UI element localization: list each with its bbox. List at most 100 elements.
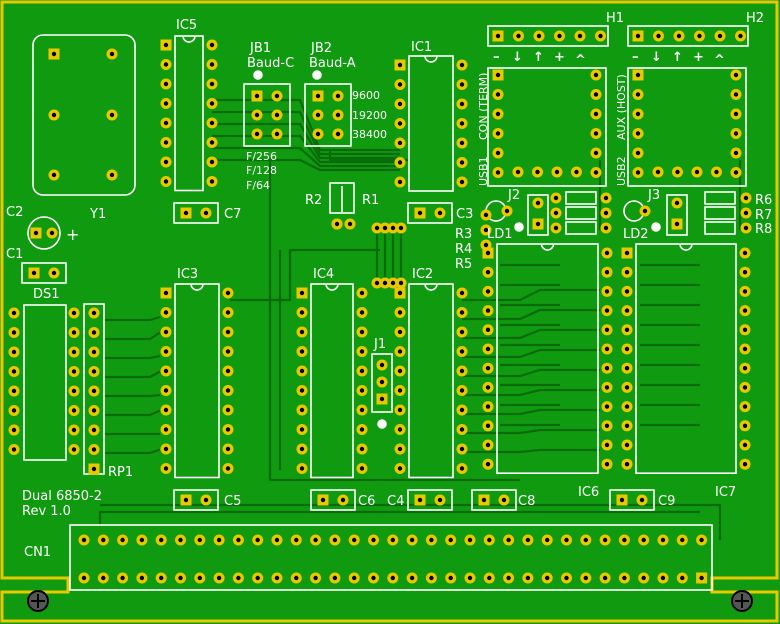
h2-pin xyxy=(653,30,664,42)
trace xyxy=(462,308,600,321)
jb1-pin xyxy=(251,90,263,102)
ic6-pin xyxy=(482,381,494,393)
ic7-pin xyxy=(621,401,633,413)
label-h1: H1 xyxy=(606,11,624,26)
ds1-pin xyxy=(68,346,80,358)
cn1-pin xyxy=(348,572,360,584)
usb2-pin xyxy=(691,166,703,178)
ic7-pin xyxy=(739,362,751,374)
j2-pin xyxy=(532,218,544,230)
cn1-outline xyxy=(69,524,713,591)
cn1-pin xyxy=(271,572,283,584)
label-c7: C7 xyxy=(224,207,241,222)
r-array-outline xyxy=(704,191,736,205)
cn1-pin xyxy=(483,534,495,546)
c5-outline xyxy=(173,489,219,511)
ic4-pin xyxy=(296,424,308,435)
ds1-outline xyxy=(23,304,67,461)
ic6-pin xyxy=(601,343,613,355)
ic4-pin xyxy=(356,385,368,396)
trace xyxy=(104,354,161,360)
r345-pin xyxy=(600,192,612,204)
cn1-pin xyxy=(676,534,688,546)
ic3-pin xyxy=(160,326,172,338)
h2-sym-caret: ^ xyxy=(714,53,725,68)
ic4-pin xyxy=(356,365,368,377)
trace xyxy=(462,428,600,435)
ic5-pin xyxy=(206,98,218,109)
c6-pin xyxy=(317,494,329,506)
c2-pin xyxy=(30,227,42,239)
ic7-pin xyxy=(621,362,633,374)
ic6-notch xyxy=(540,243,555,251)
usb2-pin xyxy=(730,89,742,100)
usb2-pin xyxy=(632,89,644,100)
cn1-pin xyxy=(464,534,476,546)
label-usb1: USB1 xyxy=(477,156,490,186)
label-j2: J2 xyxy=(507,188,520,203)
cn1-pin xyxy=(155,534,167,546)
ds1-pin xyxy=(68,307,80,319)
ic1-pin xyxy=(456,176,468,188)
ic7-pin xyxy=(739,401,751,413)
cn1-pin xyxy=(445,572,457,584)
ic6-pin xyxy=(601,401,613,413)
h1-pin xyxy=(513,30,524,42)
cn1-pin xyxy=(561,534,572,546)
label-r3: R3 xyxy=(455,227,472,242)
ds1-pin xyxy=(8,327,20,338)
ic3-pin xyxy=(160,385,172,396)
ic1-pin xyxy=(456,137,468,149)
ic2-notch xyxy=(424,283,438,291)
usb1-pin xyxy=(492,108,504,120)
cn1-pin xyxy=(97,534,109,546)
label-j1: J1 xyxy=(373,337,386,352)
ic3-pin xyxy=(160,365,172,377)
rp1-pin xyxy=(88,366,100,377)
ds1-pin xyxy=(68,327,80,338)
trace xyxy=(462,368,600,378)
ic7-notch xyxy=(679,243,693,251)
cn1-pin xyxy=(503,572,515,584)
cn1-pin xyxy=(599,534,611,546)
label-38400: 38400 xyxy=(352,128,387,141)
ic3-pin xyxy=(222,287,234,299)
jb1-pin xyxy=(271,109,283,121)
h2-pin xyxy=(673,30,685,42)
label-y1: Y1 xyxy=(89,207,106,222)
r678-pin xyxy=(740,222,752,234)
ic5-pin xyxy=(160,59,172,70)
ic7-pin xyxy=(739,285,751,297)
label-h2: H2 xyxy=(746,11,764,26)
c4-pin xyxy=(414,494,426,506)
h1-sym-down: ↓ xyxy=(512,50,523,65)
r345-pin xyxy=(550,207,562,219)
cn1-pin xyxy=(638,572,650,584)
jb2-pin xyxy=(312,90,324,102)
ic7-pin xyxy=(621,305,633,317)
r-array-outline xyxy=(565,191,597,205)
ic5-pin xyxy=(206,59,218,70)
usb2-outline xyxy=(627,67,747,187)
ic7-pin xyxy=(739,343,751,355)
jb1-outline xyxy=(243,83,291,147)
h2-sym-gnd: – xyxy=(632,50,639,65)
mounting-hole-right xyxy=(731,590,753,612)
ic3-pin xyxy=(160,346,172,357)
label-usb2: USB2 xyxy=(615,156,628,186)
ic6-pin xyxy=(482,324,494,336)
ic3-notch xyxy=(190,283,204,291)
usb2-pin xyxy=(632,167,644,178)
ic4-pin xyxy=(356,346,368,357)
rp1-pin xyxy=(88,307,100,319)
h1-outline xyxy=(487,25,609,47)
ic7-outline xyxy=(635,243,737,474)
trace xyxy=(104,331,161,341)
label-r8: R8 xyxy=(755,222,772,237)
jb2-pin xyxy=(332,90,344,102)
usb1-pin xyxy=(512,166,524,178)
ic4-pin xyxy=(356,463,368,474)
usb1-pin xyxy=(590,128,602,139)
ic2-pin xyxy=(456,404,468,416)
cn1-pin xyxy=(638,534,650,546)
